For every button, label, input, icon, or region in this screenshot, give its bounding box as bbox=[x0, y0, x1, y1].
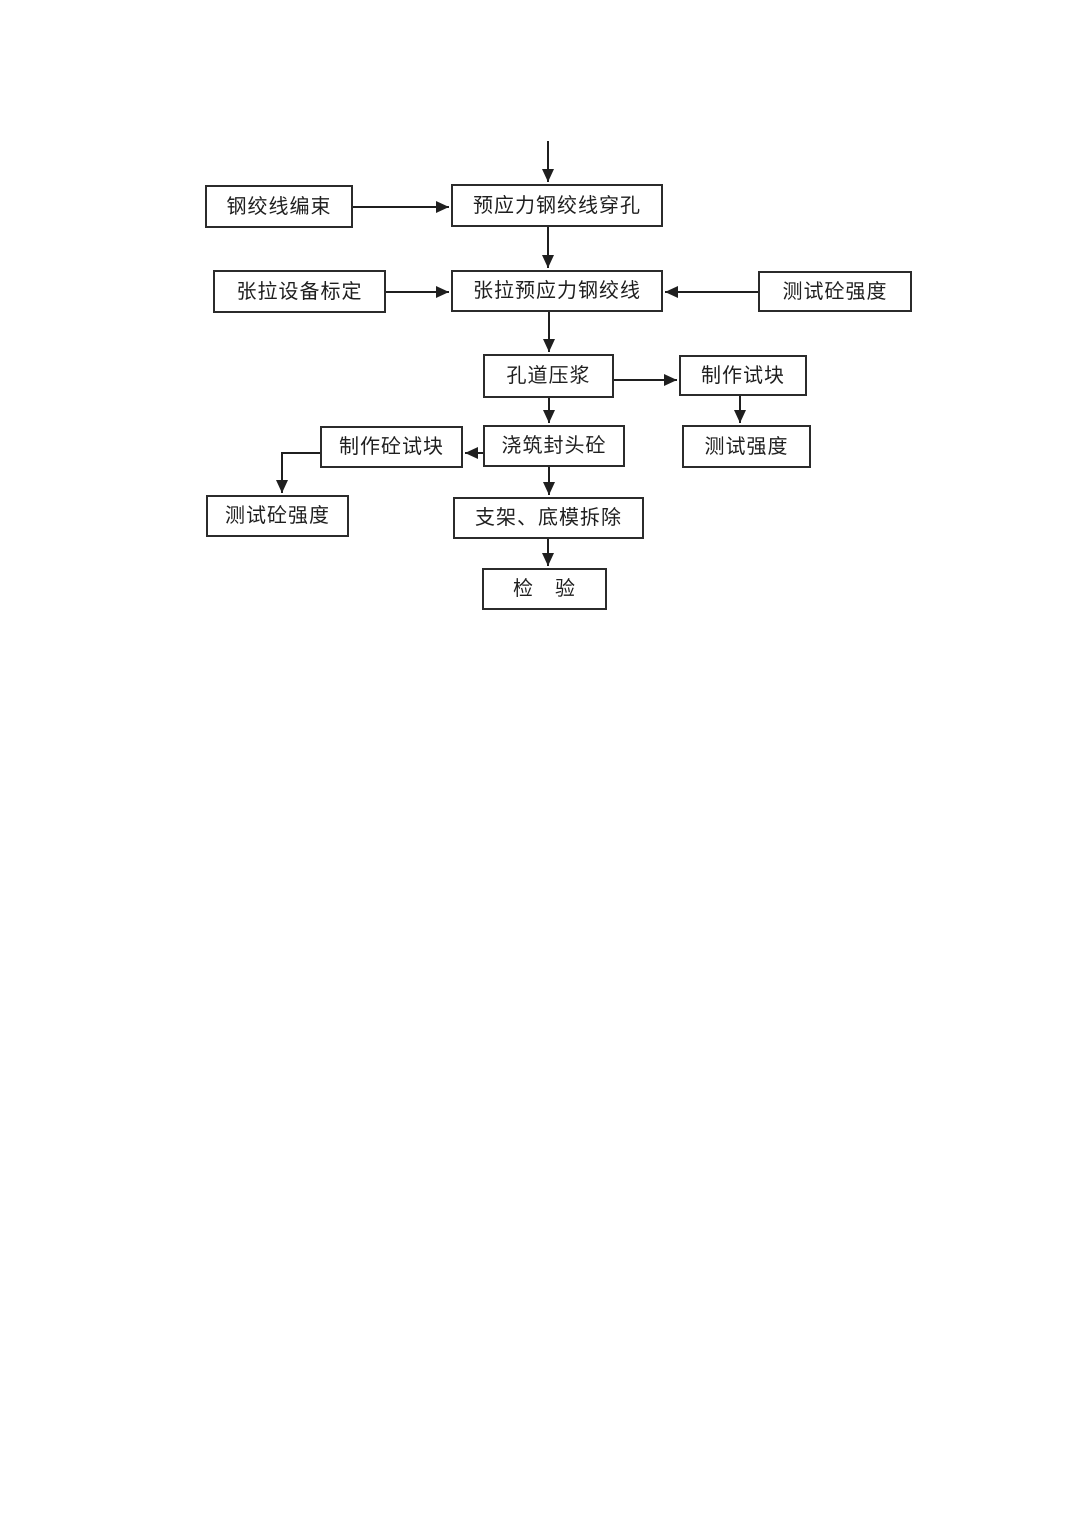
node-duct-grouting: 孔道压浆 bbox=[483, 354, 614, 398]
node-test-concrete-strength-left: 测试砼强度 bbox=[206, 495, 349, 537]
node-tension-strand: 张拉预应力钢绞线 bbox=[451, 270, 663, 312]
node-test-strength: 测试强度 bbox=[682, 425, 811, 468]
node-strand-bundling: 钢绞线编束 bbox=[205, 185, 353, 228]
edge-make-concrete-test-block-to-test-concrete-strength-left bbox=[276, 452, 320, 493]
node-inspection: 检 验 bbox=[482, 568, 607, 610]
node-equipment-calibration: 张拉设备标定 bbox=[213, 270, 386, 313]
node-pour-end-concrete: 浇筑封头砼 bbox=[483, 425, 625, 467]
node-make-test-block: 制作试块 bbox=[679, 355, 807, 396]
node-test-concrete-strength-right: 测试砼强度 bbox=[758, 271, 912, 312]
node-strand-threading: 预应力钢绞线穿孔 bbox=[451, 184, 663, 227]
node-make-concrete-test-block: 制作砼试块 bbox=[320, 426, 463, 468]
node-remove-support-formwork: 支架、底模拆除 bbox=[453, 497, 644, 539]
